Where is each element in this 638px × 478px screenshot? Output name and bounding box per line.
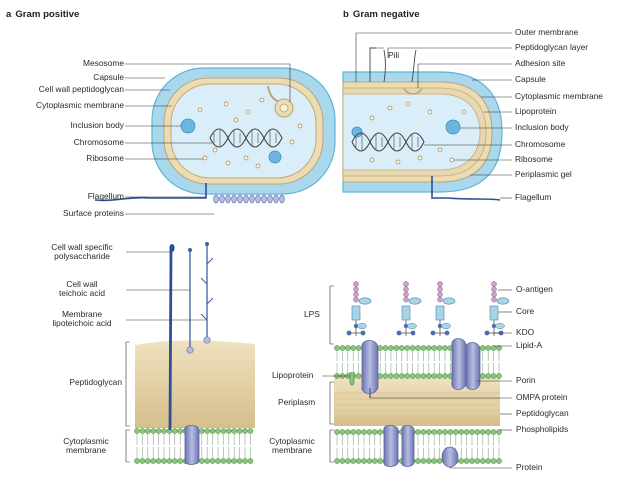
gn-ribosome-label: Ribosome bbox=[515, 154, 553, 164]
gn-pili bbox=[369, 47, 417, 83]
gp-flagellum bbox=[94, 183, 207, 202]
gp-inclusion-body-label: Inclusion body bbox=[70, 120, 124, 130]
gn-pili-label: Pili bbox=[388, 50, 400, 60]
gp-ribosome-label: Ribosome bbox=[86, 153, 124, 163]
gn-periplasm-label: Periplasm bbox=[278, 397, 316, 407]
gram-positive-wall bbox=[125, 242, 255, 465]
gn-adhesion-site-label: Adhesion site bbox=[515, 58, 566, 68]
gp-capsule-label: Capsule bbox=[93, 72, 124, 82]
gn-outer-membrane-label: Outer membrane bbox=[515, 27, 579, 37]
gn-ompa-label: OMPA protein bbox=[516, 392, 568, 402]
gp-inclusion-body-2 bbox=[268, 150, 282, 164]
gn-lipoprotein-label: Lipoprotein bbox=[515, 106, 557, 116]
gp-cell-wall-label: Cell wall peptidoglycan bbox=[38, 84, 124, 94]
gn-wall-leaders bbox=[322, 285, 512, 469]
gn-cytoplasm bbox=[342, 93, 481, 171]
gp-ribosomes bbox=[197, 97, 303, 169]
gp-teichoic-acid bbox=[186, 248, 194, 354]
gn-flagellum bbox=[431, 176, 501, 201]
gn-wall-lipoprotein-label: Lipoprotein bbox=[272, 370, 314, 380]
gram-positive-cell bbox=[94, 63, 336, 215]
gp-chromosome-label: Chromosome bbox=[73, 137, 124, 147]
gn-lipoprotein bbox=[349, 372, 355, 386]
gp-chromosome bbox=[209, 128, 283, 148]
gn-wall-inner-membrane bbox=[334, 429, 502, 464]
gn-periplasmic-gel-label: Periplasmic gel bbox=[515, 169, 572, 179]
gn-wall-peptidoglycan bbox=[334, 392, 500, 414]
gram-negative-wall bbox=[322, 281, 512, 469]
gn-leaders bbox=[355, 32, 512, 199]
gn-lipid-a-label: Lipid-A bbox=[516, 340, 543, 350]
gram-negative-cell bbox=[342, 32, 512, 201]
lps-unit bbox=[346, 281, 372, 336]
gp-lipoteichoic-acid bbox=[200, 242, 214, 344]
lps-unit bbox=[484, 281, 510, 336]
gp-mesosome-label: Mesosome bbox=[83, 58, 124, 68]
gn-ribosomes bbox=[369, 101, 467, 165]
gp-membrane-protein bbox=[184, 425, 200, 465]
gn-phospholipids-label: Phospholipids bbox=[516, 424, 569, 434]
gn-inclusion-body bbox=[445, 119, 461, 135]
panel-a-title: Gram positive bbox=[15, 9, 80, 20]
gn-wall-peptidoglycan-label: Peptidoglycan bbox=[516, 408, 569, 418]
gn-flagellum-label: Flagellum bbox=[515, 192, 552, 202]
gn-o-antigen-label: O-antigen bbox=[516, 284, 553, 294]
gp-surface-proteins-label: Surface proteins bbox=[63, 208, 124, 218]
gn-lps-label: LPS bbox=[304, 309, 320, 319]
gp-surface-proteins bbox=[213, 194, 285, 204]
lps-unit bbox=[430, 281, 456, 336]
gp-polysaccharide bbox=[168, 244, 175, 431]
panel-b-title: Gram negative bbox=[352, 9, 420, 20]
gp-wall-leaders bbox=[125, 251, 207, 463]
gn-kdo-label: KDO bbox=[516, 327, 535, 337]
gp-wall-peptidoglycan-label: Peptidoglycan bbox=[69, 377, 122, 387]
gn-porin-label: Porin bbox=[516, 375, 536, 385]
gn-inclusion-body-label: Inclusion body bbox=[515, 122, 569, 132]
gp-flagellum-label: Flagellum bbox=[87, 191, 124, 201]
gn-membrane-proteins bbox=[383, 425, 459, 468]
lps-unit bbox=[396, 281, 422, 336]
gp-inclusion-body bbox=[180, 118, 196, 134]
gp-cytoplasmic-membrane-label: Cytoplasmic membrane bbox=[36, 100, 124, 110]
gn-chromosome-label: Chromosome bbox=[515, 139, 566, 149]
gn-peptidoglycan-layer-label: Peptidoglycan layer bbox=[515, 42, 589, 52]
gn-chromosome bbox=[351, 132, 425, 152]
gn-protein-label: Protein bbox=[516, 462, 543, 472]
gp-wall-peptidoglycan bbox=[135, 340, 255, 428]
gn-cytoplasmic-membrane-label: Cytoplasmic membrane bbox=[515, 91, 603, 101]
gn-core-label: Core bbox=[516, 306, 535, 316]
gp-leaders bbox=[125, 63, 291, 215]
gn-porins bbox=[361, 338, 481, 394]
gn-capsule-label: Capsule bbox=[515, 74, 546, 84]
gn-lps bbox=[346, 281, 510, 336]
